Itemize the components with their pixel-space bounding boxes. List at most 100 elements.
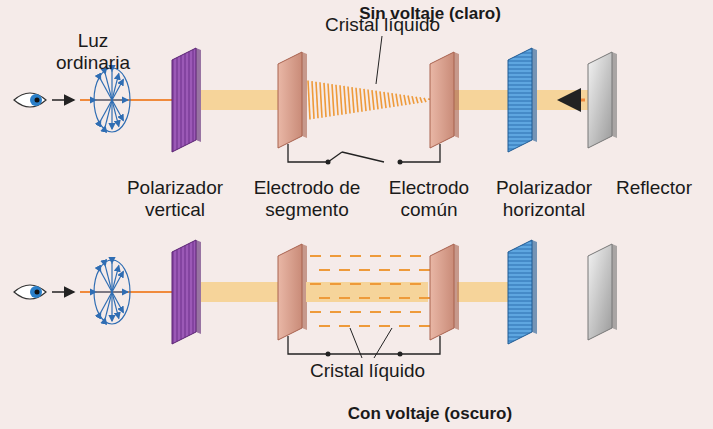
part-label: Polarizador vertical: [112, 177, 238, 221]
crystal-molecule: [356, 88, 358, 113]
terminal: [326, 160, 331, 165]
wire: [288, 336, 328, 354]
crystal-molecule: [379, 325, 390, 327]
crystal-molecule: [310, 283, 321, 285]
crystal-molecule: [410, 283, 421, 285]
crystal-molecule: [410, 255, 421, 257]
horizontal-polarizer: [508, 48, 532, 152]
crystal-molecule: [408, 96, 410, 105]
vertical-polarizer-edge: [196, 240, 201, 334]
crystal-molecule: [348, 87, 350, 114]
crystal-molecule: [330, 311, 341, 313]
vertical-polarizer-edge: [196, 48, 201, 142]
part-label: Polarizador horizontal: [480, 177, 608, 221]
part-label: Luz ordinaria: [48, 30, 138, 74]
terminal: [398, 352, 403, 357]
switch-open: [328, 152, 342, 162]
crystal-molecule: [308, 81, 310, 120]
eye-iris: [30, 94, 42, 106]
reflector-edge: [612, 244, 617, 330]
part-label: Reflector: [604, 177, 704, 199]
crystal-molecule: [332, 84, 334, 116]
leader-line: [350, 328, 362, 358]
crystal-molecule: [330, 283, 341, 285]
light-beam: [457, 282, 508, 302]
leader-line: [376, 36, 382, 84]
view-arrow: [52, 99, 74, 101]
eye: [14, 285, 46, 299]
crystal-molecule: [370, 311, 381, 313]
crystal-molecule: [359, 325, 370, 327]
crystal-molecule: [384, 92, 386, 108]
crystal-molecule: [372, 90, 374, 110]
crystal-molecule: [324, 83, 326, 117]
eye-iris: [30, 286, 42, 298]
wire: [288, 144, 328, 162]
common-electrode-edge: [454, 52, 459, 138]
horizontal-polarizer-edge: [532, 240, 537, 334]
crystal-molecule: [328, 84, 330, 117]
light-beam: [201, 90, 278, 110]
crystal-molecule: [310, 311, 321, 313]
eye: [14, 93, 46, 107]
polarization-circle: [94, 68, 130, 132]
crystal-molecule: [410, 311, 421, 313]
part-label: Electrodo de segmento: [240, 177, 374, 221]
vertical-polarizer: [172, 48, 196, 152]
crystal-molecule: [339, 269, 350, 271]
polarization-arrow: [105, 74, 119, 127]
crystal-molecule: [390, 311, 401, 313]
crystal-molecule: [339, 297, 350, 299]
crystal-molecule: [312, 81, 314, 119]
crystal-molecule: [399, 325, 410, 327]
polarization-arrow: [105, 266, 119, 319]
crystal-molecule: [336, 85, 338, 116]
crystal-molecule: [319, 269, 330, 271]
crystal-molecule: [359, 297, 370, 299]
crystal-molecule: [424, 98, 426, 102]
reflected-arrow: [560, 99, 585, 102]
polarization-arrow: [105, 74, 119, 127]
light-beam: [201, 282, 278, 302]
terminal: [398, 160, 403, 165]
polarization-circle: [94, 260, 130, 324]
crystal-molecule: [379, 297, 390, 299]
crystal-molecule: [352, 87, 354, 113]
crystal-molecule: [379, 269, 390, 271]
part-label: Cristal líquido: [285, 360, 450, 382]
horizontal-polarizer: [508, 240, 532, 344]
crystal-molecule: [370, 283, 381, 285]
reflector: [588, 244, 612, 340]
reflector: [588, 52, 612, 148]
reflector-edge: [612, 52, 617, 138]
crystal-molecule: [320, 82, 322, 117]
crystal-molecule: [399, 297, 410, 299]
horizontal-polarizer-edge: [532, 48, 537, 142]
crystal-molecule: [400, 94, 402, 105]
switch-closed: [328, 353, 400, 354]
light-beam: [306, 282, 428, 302]
common-electrode: [430, 52, 454, 148]
wire: [400, 336, 440, 354]
crystal-molecule: [404, 95, 406, 105]
crystal-molecule: [419, 325, 430, 327]
crystal-molecule: [350, 283, 361, 285]
part-label: Cristal líquido: [300, 14, 465, 36]
crystal-molecule: [390, 255, 401, 257]
crystal-molecule: [420, 97, 422, 102]
crystal-molecule: [416, 97, 418, 104]
crystal-molecule: [344, 86, 346, 114]
crystal-molecule: [419, 269, 430, 271]
common-electrode-edge: [454, 244, 459, 330]
crystal-molecule: [319, 325, 330, 327]
part-label: Electrodo común: [374, 177, 484, 221]
crystal-molecule: [359, 269, 370, 271]
crystal-molecule: [392, 93, 394, 107]
terminal: [326, 352, 331, 357]
crystal-molecule: [376, 91, 378, 110]
leader-line: [374, 328, 392, 358]
switch-open: [342, 152, 384, 162]
crystal-molecule: [419, 297, 430, 299]
crystal-molecule: [390, 283, 401, 285]
crystal-molecule: [412, 96, 414, 104]
